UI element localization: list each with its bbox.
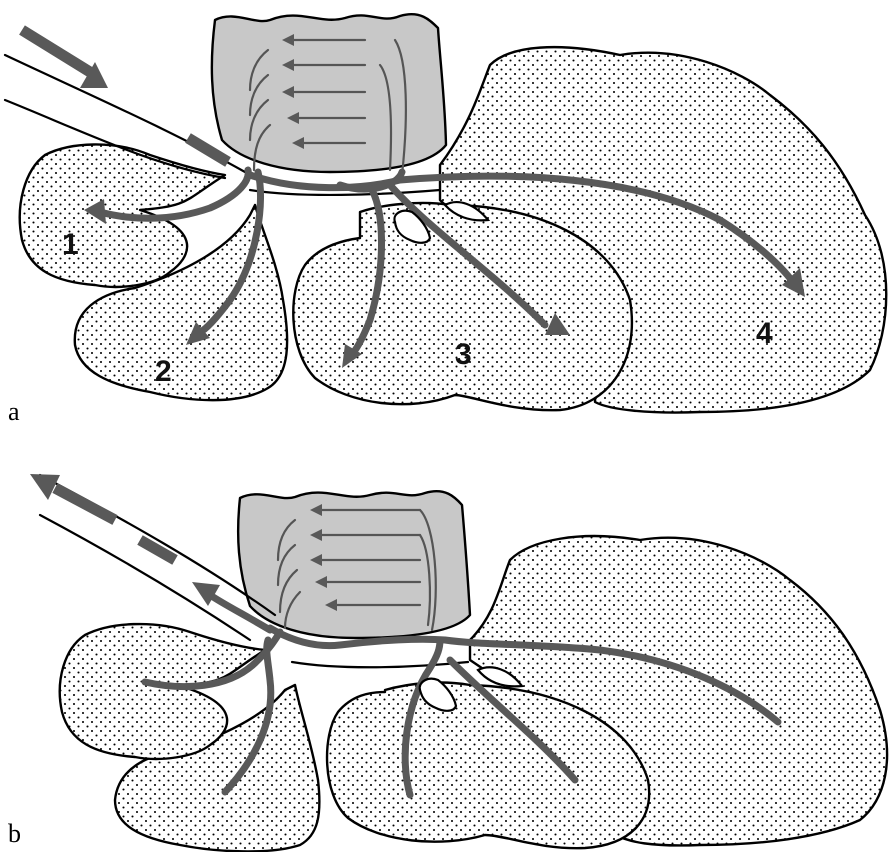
region-label-4: 4 [756, 317, 773, 350]
panel-label-b: b [8, 819, 21, 848]
duct-arrow-in [22, 30, 90, 72]
stalk-outline-b [292, 662, 468, 667]
panel-label-a: a [8, 397, 20, 426]
region-label-3: 3 [455, 338, 472, 371]
region-label-2: 2 [155, 355, 172, 388]
panel-b: b [8, 474, 887, 851]
panel-a: 1 2 3 4 a [5, 14, 886, 426]
region-label-1: 1 [62, 228, 79, 261]
